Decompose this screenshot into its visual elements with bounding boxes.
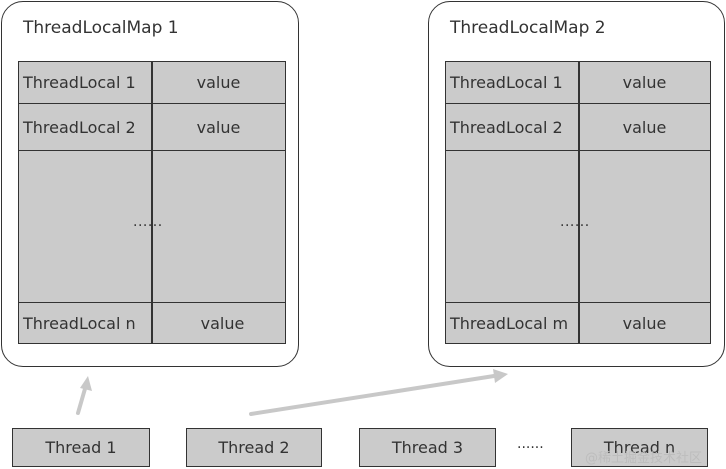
threads-ellipsis: ...... [517, 436, 544, 452]
entry-value: value [196, 117, 241, 137]
entry-value: value [622, 313, 667, 333]
entry-value: value [196, 73, 241, 92]
arrow-thread2-to-map2 [249, 369, 508, 416]
row-divider [19, 103, 285, 104]
entry-value: value [200, 313, 245, 333]
map-table: ThreadLocal 1 value ThreadLocal 2 value … [445, 61, 711, 344]
thread-1-box: Thread 1 [12, 428, 150, 467]
row-divider [446, 150, 710, 151]
row-divider [446, 103, 710, 104]
entries-ellipsis: ...... [560, 214, 590, 230]
entry-value: value [622, 73, 667, 92]
entries-ellipsis: ...... [133, 214, 163, 230]
thread-2-box: Thread 2 [186, 428, 322, 467]
threadlocalmap-1: ThreadLocalMap 1 ThreadLocal 1 value Thr… [1, 1, 299, 367]
entry-key: ThreadLocal 2 [450, 117, 563, 137]
entry-key: ThreadLocal 1 [450, 73, 563, 92]
map-title: ThreadLocalMap 1 [23, 18, 179, 38]
entry-key: ThreadLocal 1 [23, 73, 136, 92]
row-divider [19, 302, 285, 303]
thread-n-box: Thread n [571, 428, 708, 467]
entry-key: ThreadLocal 2 [23, 117, 136, 137]
thread-3-box: Thread 3 [359, 428, 496, 467]
row-divider [19, 150, 285, 151]
entry-key: ThreadLocal n [23, 313, 136, 333]
watermark: @稀土掘金技术社区 [585, 451, 703, 466]
column-divider [578, 62, 580, 343]
entry-key: ThreadLocal m [450, 313, 569, 333]
map-table: ThreadLocal 1 value ThreadLocal 2 value … [18, 61, 286, 344]
threadlocalmap-2: ThreadLocalMap 2 ThreadLocal 1 value Thr… [428, 1, 725, 367]
row-divider [446, 302, 710, 303]
entry-value: value [622, 117, 667, 137]
map-title: ThreadLocalMap 2 [450, 18, 606, 38]
column-divider [151, 62, 153, 343]
arrow-thread1-to-map1 [76, 376, 92, 415]
